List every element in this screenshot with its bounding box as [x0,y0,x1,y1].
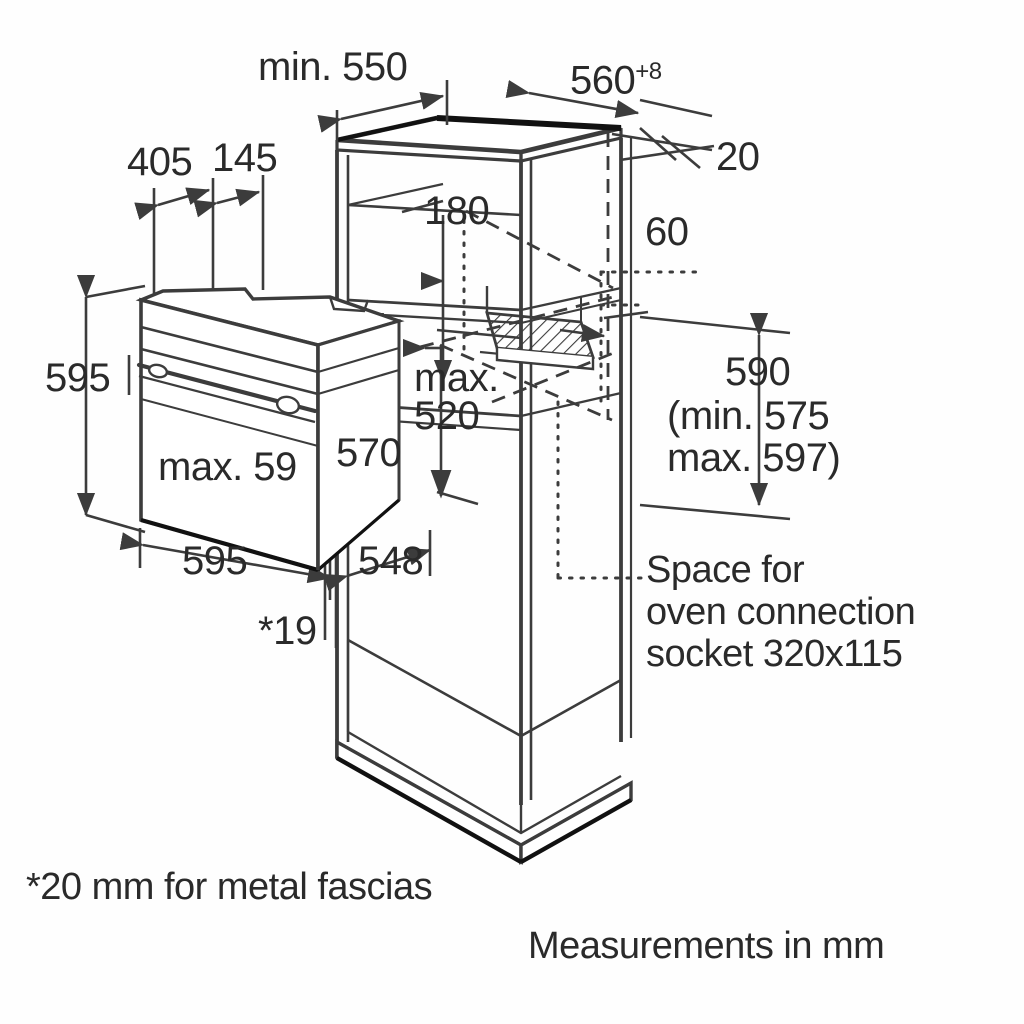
label-niche-height: 590 [725,350,791,394]
fascia-footnote: *20 mm for metal fascias [26,866,433,908]
socket-note-line-1: Space for [646,549,805,591]
label-oven-height: 595 [45,356,111,400]
label-oven-depth: 548 [358,539,424,583]
dim-20 [611,127,715,169]
dim-548 [323,530,432,592]
socket-note-line-2: oven connection [646,591,916,633]
dim-min550 [317,80,449,148]
dim-19 [323,552,338,648]
label-oven-door-gap: max. 59 [158,445,297,489]
dotted-leader-lines [462,218,702,580]
dim-max520 [402,338,479,506]
label-niche-width: 560+8 [570,58,662,103]
label-top-offset: 20 [716,135,760,179]
label-front-left: 405 [127,140,193,184]
label-front-right: 145 [212,136,278,180]
dim-60 [559,310,649,343]
dim-405-145 [134,175,265,300]
dim-590 [639,312,791,521]
label-cabinet-depth-max-value: 520 [414,394,480,438]
label-fascia-thickness: *19 [258,609,317,653]
dashed-projection-lines [419,133,617,422]
label-cabinet-depth-max-word: max. [414,356,499,400]
socket-note-line-3: socket 320x115 [646,633,903,675]
niche-width-tolerance: +8 [635,58,662,85]
label-rear-offset: 60 [645,210,689,254]
label-niche-height-min: (min. 575 [667,394,830,438]
niche-width-value: 560 [570,58,636,103]
label-oven-body-depth: 570 [336,431,402,475]
dim-595-height [76,274,146,534]
label-shelf-clearance: 180 [424,189,490,233]
oven-appliance [135,287,405,574]
units-footnote: Measurements in mm [528,925,885,967]
label-niche-height-max: max. 597) [667,436,841,480]
label-oven-width: 595 [182,539,248,583]
dim-560 [505,80,713,118]
dim-180 [401,199,453,384]
label-niche-depth-min: min. 550 [258,45,408,89]
